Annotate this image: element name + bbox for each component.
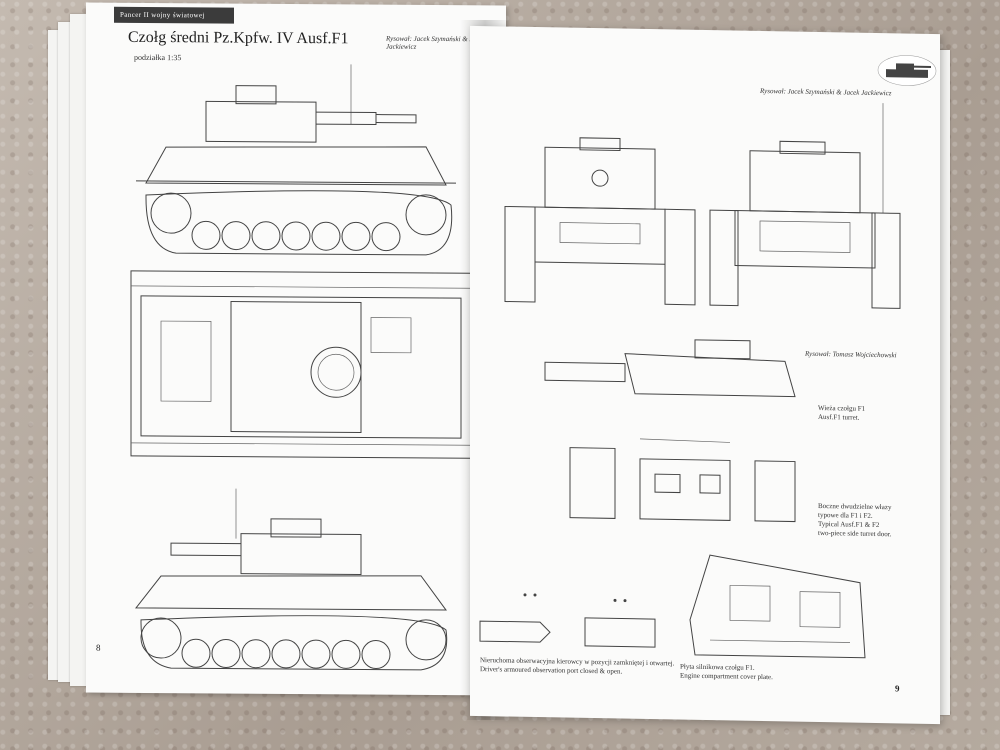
page-title: Czołg średni Pz.Kpfw. IV Ausf.F1 xyxy=(128,28,349,48)
page-number-left: 8 xyxy=(96,642,101,653)
engine-cover-plate-drawing xyxy=(689,554,866,659)
scale-label: podziałka 1:35 xyxy=(134,52,182,63)
tank-silhouette-icon xyxy=(877,55,937,86)
caption-observation-port: Nieruchoma obserwacyjna kierowcy w pozyc… xyxy=(480,656,675,676)
caption-turret: Wieża czołgu F1 Ausf.F1 turret. xyxy=(818,403,866,422)
series-header: Pancer II wojny światowej xyxy=(114,6,234,24)
page-stack-right xyxy=(940,50,950,715)
tank-top-view-drawing xyxy=(130,270,472,459)
caption-side-doors: Boczne dwudzielne włazy typowe dla F1 i … xyxy=(818,501,892,539)
antenna-line xyxy=(882,103,884,214)
turret-hatch-parts-drawing xyxy=(569,438,796,523)
caption-engine-plate: Płyta silnikowa czołgu F1. Engine compar… xyxy=(680,662,773,682)
tank-side-view-drawing xyxy=(136,64,456,256)
turret-side-view-drawing xyxy=(544,339,796,398)
page-number-right: 9 xyxy=(895,683,900,694)
driver-observation-port-drawing xyxy=(479,593,656,648)
tank-side-view-lower-drawing xyxy=(134,488,448,671)
drawing-credit-turret: Rysował: Tomasz Wojciechowski xyxy=(805,349,897,360)
right-page: Rysował: Jacek Szymański & Jacek Jackiew… xyxy=(470,25,940,725)
tank-front-view-drawing xyxy=(504,137,696,306)
tank-rear-view-drawing xyxy=(709,140,901,309)
left-page: Pancer II wojny światowej Czołg średni P… xyxy=(86,2,506,696)
